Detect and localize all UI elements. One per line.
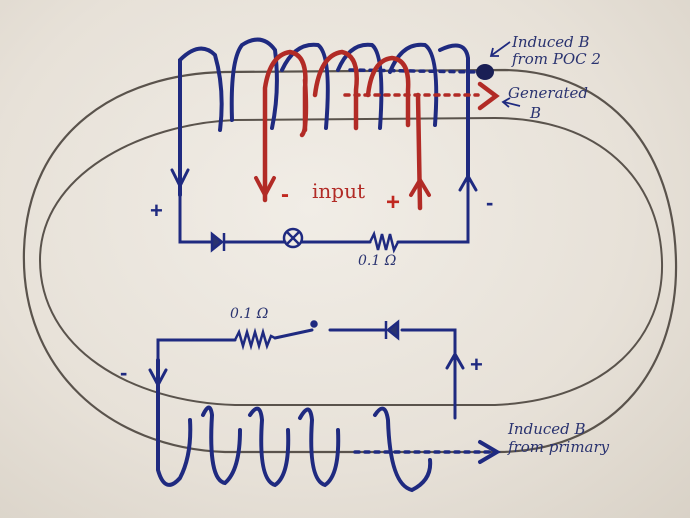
core-outer-outline — [22, 68, 678, 454]
bottom-left-minus-sign: - — [120, 360, 127, 385]
generated-b-label-1: Generated — [508, 84, 588, 102]
lamp-symbol — [282, 227, 304, 249]
bottom-resistor — [233, 327, 276, 351]
generated-b-label-2: B — [529, 104, 541, 122]
bottom-circuit-wiring — [148, 328, 465, 420]
induced-b-pointer-arrow — [489, 41, 511, 57]
top-right-minus-sign: - — [486, 190, 493, 215]
induced-b-top-label-2: from POC 2 — [511, 50, 601, 68]
top-diode — [210, 231, 226, 253]
top-red-coil — [262, 49, 500, 211]
induced-b-arrow-head — [476, 64, 494, 80]
induced-b-top-label-1: Induced B — [511, 33, 590, 51]
input-plus-sign: + — [386, 189, 400, 216]
core-inner-outline — [38, 116, 664, 406]
top-resistor-label: 0.1 Ω — [358, 253, 397, 269]
top-left-plus-sign: + — [150, 198, 163, 223]
input-minus-sign: - — [281, 181, 289, 208]
input-lead-arrows — [254, 176, 431, 200]
bottom-switch — [310, 320, 318, 328]
top-circuit-wiring — [170, 168, 478, 244]
induced-b-bottom-label-2: from primary — [507, 438, 610, 456]
top-resistor — [368, 230, 400, 254]
input-label: input — [312, 179, 365, 203]
top-blue-coil — [178, 37, 482, 197]
bottom-diode — [384, 319, 400, 341]
bottom-right-plus-sign: + — [470, 352, 483, 377]
generated-b-pointer-arrow — [501, 97, 521, 108]
induced-b-bottom-label-1: Induced B — [507, 420, 586, 438]
bottom-blue-coil — [156, 358, 501, 493]
bottom-resistor-label: 0.1 Ω — [230, 306, 269, 322]
